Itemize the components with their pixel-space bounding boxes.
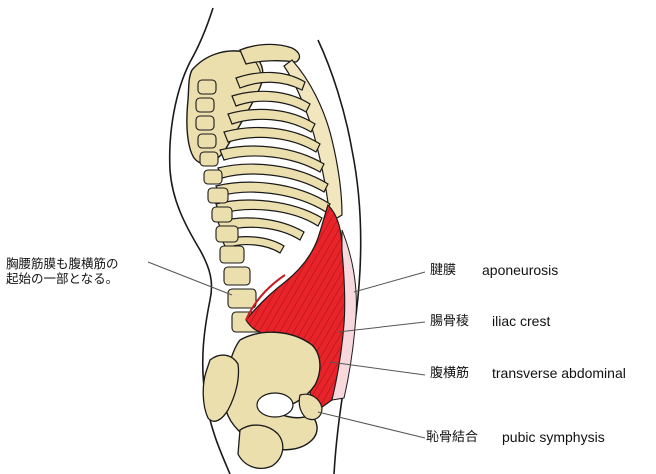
label-aponeurosis-ja: 腱膜 <box>430 263 457 278</box>
label-iliac-crest-ja: 腸骨稜 <box>430 314 470 329</box>
label-transverse-abdominal-ja: 腹横筋 <box>430 366 470 381</box>
leader-lines <box>147 261 426 439</box>
aponeurosis-sheath <box>331 229 357 401</box>
sacrum <box>202 354 240 422</box>
note-line-1: 胸腰筋膜も腹横筋の <box>6 256 119 271</box>
note-line-2: 起始の一部となる。 <box>6 271 119 286</box>
clavicle <box>239 43 301 65</box>
thoracolumbar-fascia-note: 胸腰筋膜も腹横筋の 起始の一部となる。 <box>6 256 119 286</box>
label-transverse-abdominal-en: transverse abdominal <box>492 365 626 381</box>
femur-head <box>237 424 284 469</box>
label-aponeurosis-en: aponeurosis <box>482 262 559 278</box>
pubic-bone <box>298 393 323 421</box>
label-pubic-symphysis-ja: 恥骨結合 <box>426 430 479 445</box>
label-iliac-crest-en: iliac crest <box>492 313 551 329</box>
label-pubic-symphysis-en: pubic symphysis <box>502 429 605 445</box>
obturator-foramen <box>256 392 294 418</box>
body-outline-front <box>317 39 362 474</box>
